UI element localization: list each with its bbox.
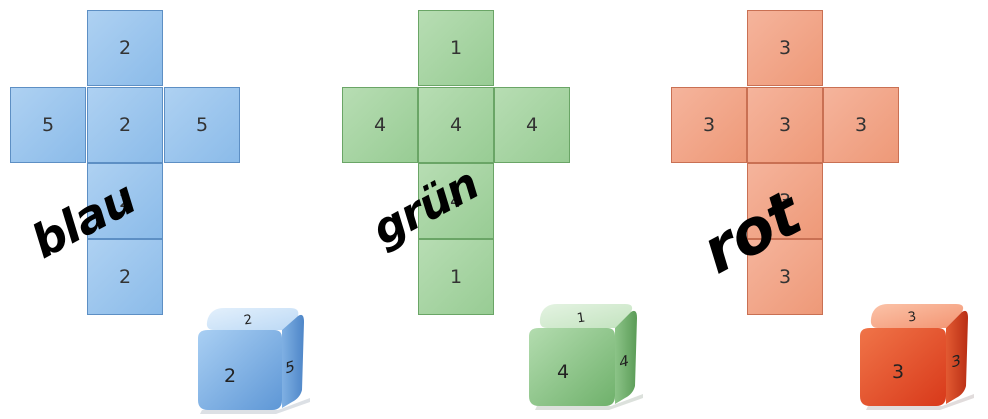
blue-cube-net: 2 5 2 5 2 2: [10, 10, 240, 316]
net-face-left: 4: [342, 87, 418, 163]
net-face-left: 3: [671, 87, 747, 163]
green-die: 1 4 4: [521, 300, 649, 412]
net-face-bottom: 2: [87, 239, 163, 315]
red-die: 3 3 3: [852, 302, 980, 412]
net-face-bottom: 1: [418, 239, 494, 315]
die-face-side: 3: [951, 351, 961, 372]
net-face-left: 5: [10, 87, 86, 163]
net-face-center: 4: [418, 87, 494, 163]
die-face-front: 2: [224, 365, 236, 387]
red-cube-net: 3 3 3 3 3 3: [671, 10, 901, 316]
die-face-front: 4: [557, 361, 569, 383]
net-face-top: 3: [747, 10, 823, 86]
blue-die: 2 2 5: [186, 306, 316, 414]
die-face-front: 3: [892, 361, 904, 383]
net-face-right: 4: [494, 87, 570, 163]
net-face-center: 3: [747, 87, 823, 163]
net-face-center: 2: [87, 87, 163, 163]
net-face-right: 5: [164, 87, 240, 163]
net-face-top: 1: [418, 10, 494, 86]
net-face-right: 3: [823, 87, 899, 163]
net-face-top: 2: [87, 10, 163, 86]
die-face-side: 5: [285, 357, 295, 378]
die-face-side: 4: [619, 351, 629, 372]
